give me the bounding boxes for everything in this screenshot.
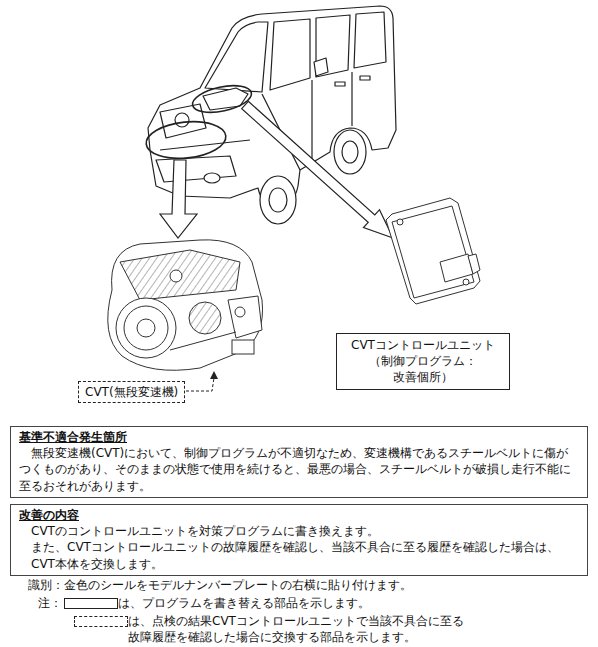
- legend-text: は、プログラムを書き替える部品を示します。: [118, 596, 598, 612]
- legend-text: は、点検の結果CVTコントロールユニットで当該不具合に至る 故障履歴を確認した場…: [128, 614, 568, 645]
- description-text: また、CVTコントロールユニットの故障履歴を確認し、当該不具合に至る履歴を確認し…: [19, 539, 579, 571]
- description-text: 無段変速機(CVT)において、制御プログラムが不適切なため、変速機構であるスチー…: [19, 445, 579, 494]
- solid-box-sample: [64, 598, 118, 609]
- pointer-arrow: [242, 101, 393, 238]
- dashed-box-sample: [74, 616, 128, 627]
- description-text: CVTのコントロールユニットを対策プログラムに書き換えます。: [19, 523, 579, 539]
- legend-entry: は、プログラムを書き替える部品を示します。: [64, 596, 598, 612]
- legend-entry: は、点検の結果CVTコントロールユニットで当該不具合に至る 故障履歴を確認した場…: [74, 614, 568, 645]
- section-heading: 基準不適合発生箇所: [19, 429, 579, 445]
- note-marker: 注：: [38, 596, 62, 612]
- description-text: CVT(無段変速機): [85, 384, 178, 400]
- pointer-arrow: [160, 160, 197, 238]
- part-label-box: CVTコントロールユニット （制御プログラム：改善個所）: [336, 333, 510, 390]
- identification-note: 識別：金色のシールをモデルナンバープレートの右横に貼り付けます。: [28, 578, 412, 594]
- description-text: CVTコントロールユニット （制御プログラム：改善個所）: [341, 337, 505, 386]
- part-label-box: CVT(無段変速機): [78, 381, 185, 403]
- notice-box: 改善の内容CVTのコントロールユニットを対策プログラムに書き換えます。また、CV…: [10, 504, 588, 576]
- leader-arrowhead: [210, 371, 218, 379]
- cvt-illustration: [108, 240, 263, 370]
- notice-box: 基準不適合発生箇所無段変速機(CVT)において、制御プログラムが不適切なため、変…: [10, 426, 588, 498]
- section-heading: 改善の内容: [19, 507, 579, 523]
- control-unit-illustration: [386, 198, 480, 304]
- leader-arrow: [186, 378, 214, 391]
